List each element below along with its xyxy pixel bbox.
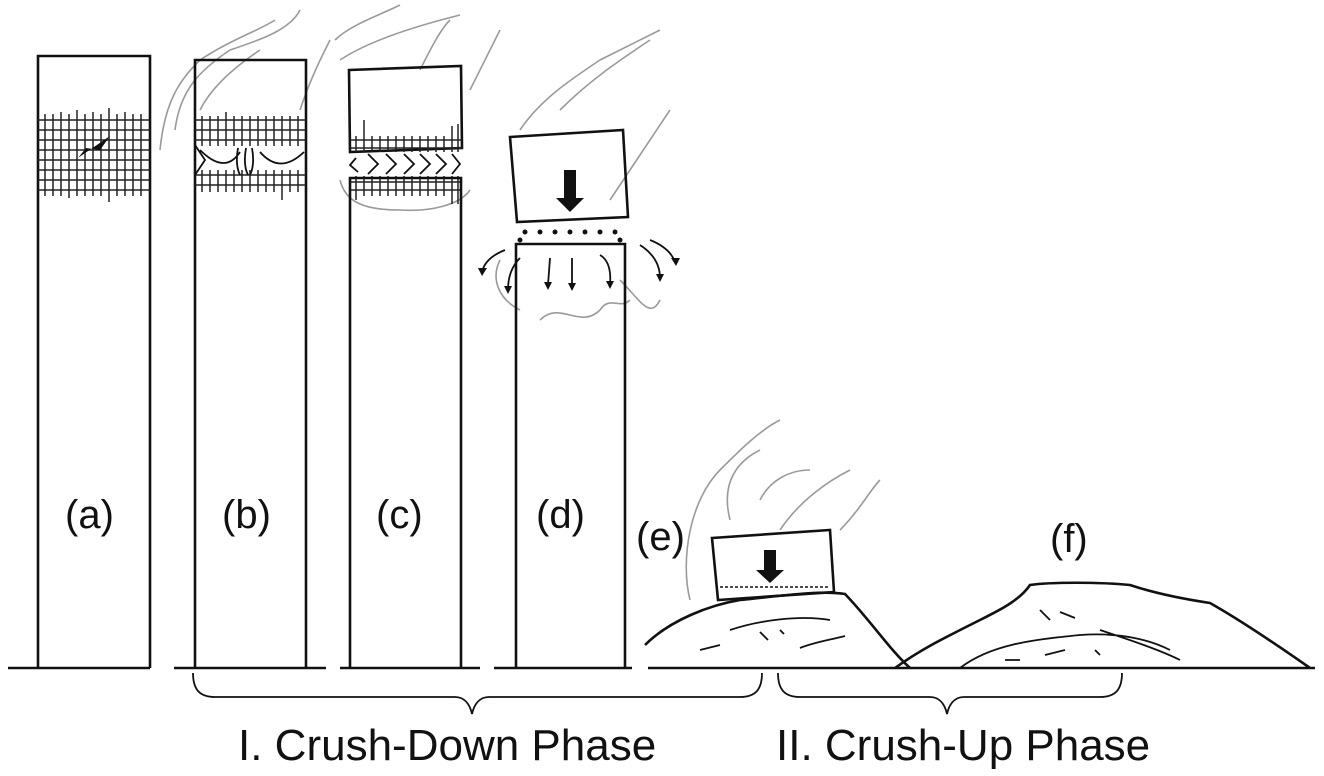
damage-grid-c bbox=[350, 120, 462, 204]
tower-c: (c) bbox=[334, 4, 501, 668]
stage-label-e: (e) bbox=[636, 515, 685, 559]
phase-label-crush-down: I. Crush-Down Phase bbox=[238, 721, 656, 770]
sagging-floor bbox=[194, 144, 305, 176]
stage-label-f: (f) bbox=[1050, 517, 1088, 561]
buckled-columns bbox=[348, 153, 462, 175]
damage-grid-b bbox=[195, 112, 306, 200]
smoke-c bbox=[334, 4, 501, 212]
rubble-pile-e bbox=[644, 591, 911, 669]
rubble-pile-f bbox=[894, 581, 1311, 670]
smoke-d bbox=[495, 29, 671, 321]
debris-arrows bbox=[481, 239, 676, 291]
debris-layer bbox=[517, 229, 623, 243]
phase-label-crush-up: II. Crush-Up Phase bbox=[776, 721, 1150, 770]
tower-e: (e) (f) bbox=[636, 419, 1311, 670]
phase-brace-crush-up bbox=[777, 672, 1123, 715]
stage-label-a: (a) bbox=[65, 493, 114, 537]
smoke-b bbox=[159, 9, 331, 151]
tower-d: (d) bbox=[478, 29, 680, 668]
smoke-e bbox=[685, 419, 881, 601]
down-arrow-icon bbox=[756, 550, 784, 583]
phase-brace-crush-down bbox=[192, 672, 763, 715]
damage-grid-a bbox=[38, 108, 150, 202]
aircraft-icon bbox=[72, 136, 110, 162]
tower-b: (b) bbox=[159, 9, 331, 668]
stage-label-d: (d) bbox=[536, 493, 585, 537]
down-arrow-icon bbox=[556, 170, 584, 212]
stage-label-c: (c) bbox=[376, 493, 423, 537]
tower-a: (a) bbox=[36, 54, 152, 668]
stage-label-b: (b) bbox=[222, 493, 271, 537]
